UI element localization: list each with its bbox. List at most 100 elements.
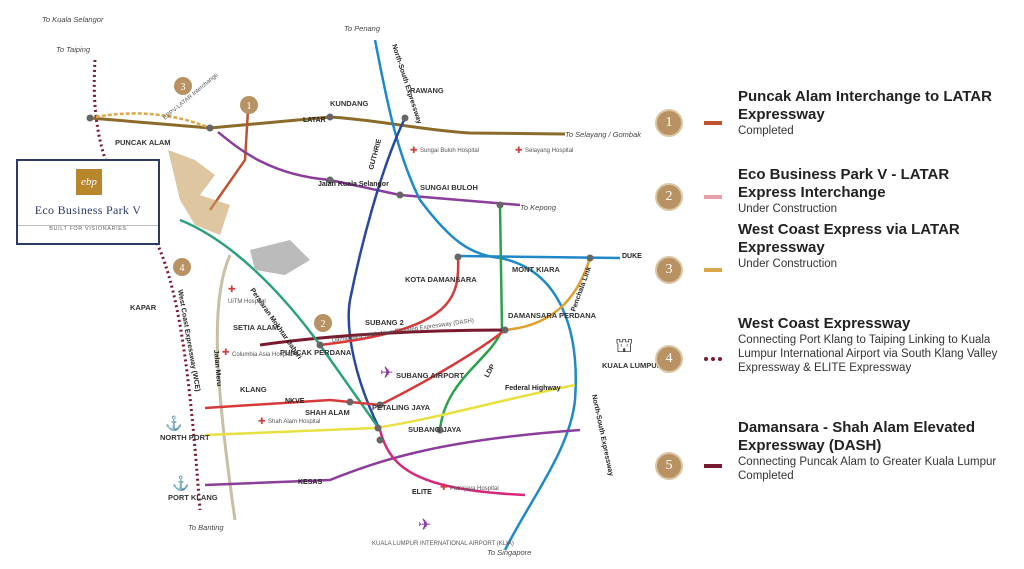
- legend-badge-5: 5: [655, 452, 683, 480]
- wce-latar-route: [89, 112, 211, 130]
- ebpv-logo: ebp Eco Business Park V BUILT FOR VISION…: [16, 159, 160, 245]
- guthrie-route: [347, 117, 407, 431]
- subang-airport-icon: ✈: [380, 365, 393, 382]
- label-mont-kiara: MONT KIARA: [512, 265, 560, 274]
- legend-swatch-2: [704, 195, 722, 199]
- puncak-alam-route: [208, 109, 250, 211]
- svg-text:✚: ✚: [515, 145, 523, 155]
- label-ldp: LDP: [484, 363, 497, 379]
- svg-text:✚: ✚: [410, 145, 418, 155]
- legend-desc-2: Under Construction: [738, 203, 838, 215]
- label-banting: To Banting: [188, 523, 224, 532]
- junction-nodes: [86, 113, 594, 444]
- svg-text:3: 3: [181, 82, 186, 93]
- legend-title-5: Damansara - Shah Alam Elevated Expresswa…: [738, 419, 976, 454]
- label-taiping: To Taiping: [56, 45, 91, 54]
- legend-desc-1: Completed: [738, 125, 794, 137]
- city-area: [250, 240, 310, 275]
- nse-route: [373, 39, 577, 551]
- svg-text:✚: ✚: [440, 482, 448, 492]
- legend-badge-1: 1: [655, 109, 683, 137]
- svg-text:✚: ✚: [258, 416, 266, 426]
- legend-title-1: Puncak Alam Interchange to LATAR Express…: [738, 88, 992, 123]
- label-subang-airport: SUBANG AIRPORT: [396, 371, 464, 380]
- legend-desc-4: Connecting Port Klang to Taiping Linking…: [738, 334, 998, 374]
- penchala-route: [504, 257, 592, 332]
- label-petaling-jaya: PETALING JAYA: [372, 403, 431, 412]
- legend-badge-3: 3: [655, 256, 683, 284]
- port-klang-icon: ⚓: [172, 475, 189, 492]
- label-penchala: Penchala Link: [570, 266, 593, 313]
- label-nkve: NKVE: [285, 398, 305, 405]
- ebpv-logo-tagline: BUILT FOR VISIONARIES: [18, 225, 158, 232]
- label-klang: KLANG: [240, 385, 267, 394]
- label-nse-south: North-South Expressway: [590, 394, 614, 477]
- label-penang: To Penang: [344, 24, 381, 33]
- label-sungai-buloh: SUNGAI BULOH: [420, 183, 478, 192]
- label-elite: ELITE: [412, 489, 432, 496]
- legend-title-2: Eco Business Park V - LATAR Express Inte…: [738, 166, 950, 201]
- legend-desc-3: Under Construction: [738, 258, 838, 270]
- label-rawang: RAWANG: [410, 86, 444, 95]
- legend-title-4: West Coast Expressway: [738, 315, 911, 332]
- label-sungai-buloh-hospital: Sungai Buloh Hospital: [420, 148, 479, 154]
- label-subang-jaya: SUBANG JAYA: [408, 425, 462, 434]
- map-badge-4: 4: [173, 258, 191, 276]
- development-area: [168, 150, 230, 235]
- label-kuala-selangor: To Kuala Selangor: [42, 15, 104, 24]
- label-putrajaya-hospital: Putrajaya Hospital: [450, 486, 499, 492]
- label-damansara-perdana: DAMANSARA PERDANA: [508, 311, 597, 320]
- map-badge-2: 2: [314, 314, 332, 332]
- petronas-towers-icon: ⛫: [615, 335, 633, 357]
- latar-route: [89, 115, 566, 136]
- label-puncak-perdana: PUNCAK PERDANA: [280, 348, 352, 357]
- persiaran-route: [179, 218, 382, 431]
- label-shah-alam: SHAH ALAM: [305, 408, 350, 417]
- legend-badge-4: 4: [655, 345, 683, 373]
- label-ebpv-latar: EBPV-LATAR Interchange: [162, 72, 220, 122]
- label-federal-highway: Federal Highway: [505, 385, 561, 392]
- ebpv-logo-name: Eco Business Park V: [34, 203, 142, 217]
- duke-route: [457, 254, 621, 260]
- label-subang2: SUBANG 2: [365, 318, 404, 327]
- label-klia: KUALA LUMPUR INTERNATIONAL AIRPORT (KLIA…: [372, 541, 514, 547]
- wce-route: [92, 59, 202, 511]
- klia-icon: ✈: [418, 517, 431, 534]
- dash-route: [259, 328, 506, 347]
- label-selayang-gombak: To Selayang / Gombak: [565, 130, 642, 139]
- label-columbia: Columbia Asia Hospital: [232, 352, 294, 358]
- label-kepong: To Kepong: [520, 203, 557, 212]
- label-wce: West Coast Expressway (WCE): [176, 289, 201, 392]
- kesas-route: [204, 428, 581, 487]
- label-uitm: UiTM Hospital: [228, 299, 266, 305]
- label-singapore: To Singapore: [487, 548, 531, 557]
- svg-text:4: 4: [180, 263, 185, 274]
- legend-swatch-3: [704, 268, 722, 272]
- legend-desc-5: Connecting Puncak Alam to Greater Kuala …: [738, 456, 997, 482]
- label-kundang: KUNDANG: [330, 99, 368, 108]
- label-guthrie: GUTHRIE: [368, 138, 383, 171]
- label-latar: LATAR: [303, 117, 326, 124]
- label-shah-alam-hospital: Shah Alam Hospital: [268, 419, 320, 425]
- svg-text:1: 1: [247, 101, 252, 112]
- map-badge-1: 1: [240, 96, 258, 114]
- ebpv-logo-mark: ebp: [76, 169, 102, 195]
- label-puncak-alam: PUNCAK ALAM: [115, 138, 171, 147]
- svg-text:2: 2: [321, 319, 326, 330]
- elite-route: [378, 429, 526, 497]
- label-kesas: KESAS: [298, 479, 322, 486]
- label-jalan-meru: Jalan Meru: [212, 350, 222, 387]
- legend: 1 Puncak Alam Interchange to LATAR Expre…: [652, 0, 1024, 569]
- jalan-meru-route: [215, 254, 237, 521]
- legend-badge-2: 2: [655, 183, 683, 211]
- label-setia-alam: SETIA ALAM: [233, 323, 278, 332]
- map-badge-3: 3: [174, 77, 192, 95]
- north-port-icon: ⚓: [165, 415, 182, 432]
- label-duke: DUKE: [622, 253, 642, 260]
- label-north-port: NORTH PORT: [160, 433, 210, 442]
- legend-swatch-5: [704, 464, 722, 468]
- legend-swatch-1: [704, 121, 722, 125]
- legend-title-3: West Coast Express via LATAR Expressway: [738, 221, 960, 256]
- federal-highway-route: [204, 383, 576, 437]
- label-jalan-kuala-selangor: Jalan Kuala Selangor: [318, 181, 389, 188]
